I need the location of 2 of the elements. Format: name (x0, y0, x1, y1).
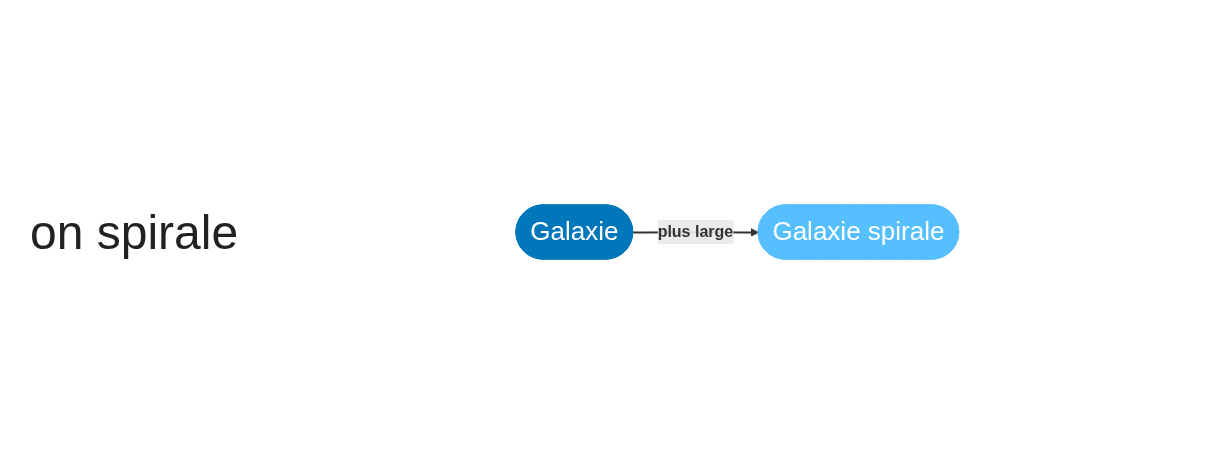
edge-label: plus large (657, 223, 734, 240)
note-text: on spirale (30, 204, 239, 260)
